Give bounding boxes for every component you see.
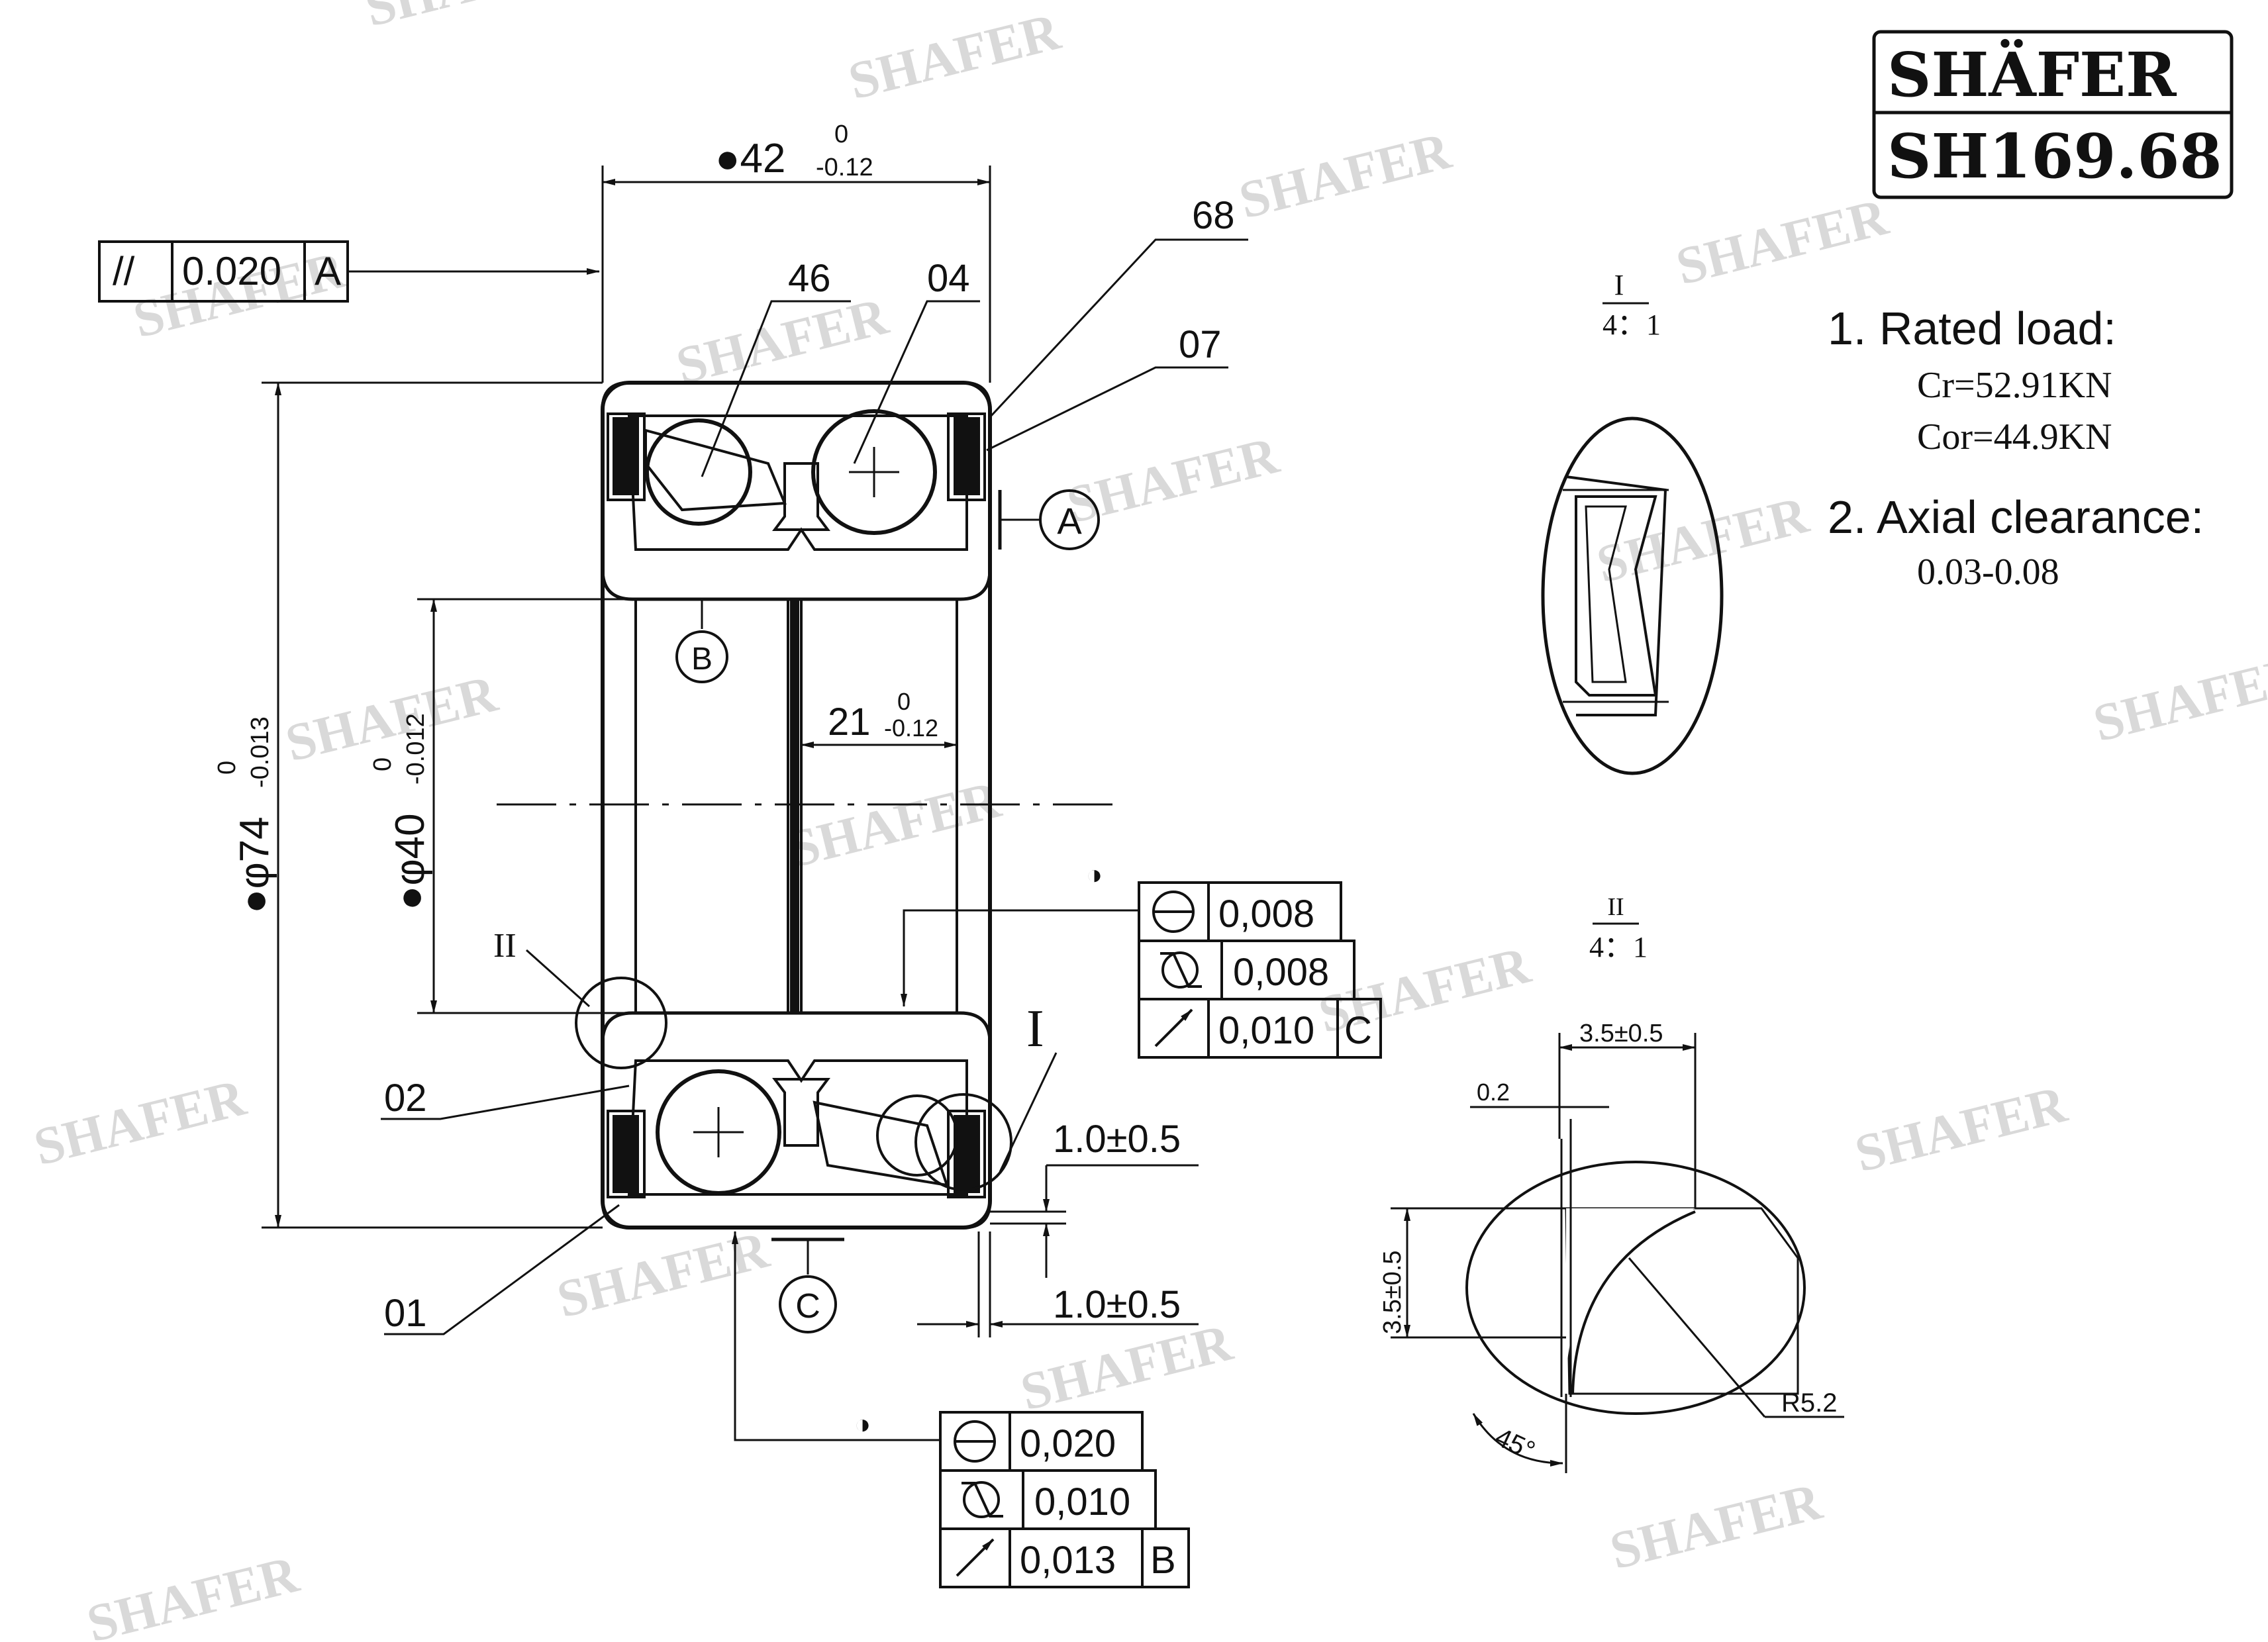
part-label-04: 04 <box>927 257 970 300</box>
rated-load-cr: Cr=52.91KN <box>1917 365 2112 406</box>
view-label-i: I <box>1026 1000 1044 1058</box>
upper-runout-datum: C <box>1344 1009 1372 1052</box>
watermark-text: SHAFER <box>2088 644 2268 753</box>
part-label-01: 01 <box>384 1292 427 1335</box>
detail-ii-scale: 4：1 <box>1589 931 1648 963</box>
dim-inner-ring-width: 21 0 -0.12 <box>801 688 958 748</box>
watermark-text: SHAFER <box>360 0 583 38</box>
parallelism-datum: A <box>315 249 341 293</box>
detail-gap-value: 0.2 <box>1477 1079 1510 1106</box>
runout-icon <box>1154 1008 1193 1047</box>
detail-height-value: 3.5±0.5 <box>1379 1250 1406 1334</box>
lower-roundness-value: 0,020 <box>1020 1422 1116 1465</box>
upper-runout-value: 0,010 <box>1218 1009 1314 1052</box>
datum-b: B <box>669 597 735 683</box>
watermark-text: SHAFER <box>1604 1472 1828 1580</box>
bearing-section <box>497 381 1112 1230</box>
runout-icon <box>956 1538 995 1577</box>
cylindricity-icon <box>1161 951 1199 989</box>
part-label-46: 46 <box>788 257 831 300</box>
outer-width-lower-tol: -0.12 <box>816 154 873 181</box>
brand-logo: SHÄFER <box>1887 38 2177 111</box>
inner-ring-width-lower-tol: -0.12 <box>884 714 938 742</box>
watermark-text: SHAFER <box>1234 121 1457 230</box>
watermark-text: SHAFER <box>843 2 1066 111</box>
part-label-07: 07 <box>1179 323 1222 366</box>
tolerance-frame-lower: ◑ 0,020 0,010 0,013 B <box>732 1231 1190 1588</box>
upper-roundness-value: 0,008 <box>1218 893 1314 936</box>
parallelism-frame: // 0.020 A <box>98 240 600 303</box>
tolerance-marker: ◑ <box>854 1408 871 1439</box>
chamfer-1-value: 1.0±0.5 <box>1053 1118 1181 1161</box>
outer-width-upper-tol: 0 <box>834 121 848 148</box>
detail-ii-label: II <box>1607 893 1624 921</box>
part-label-68: 68 <box>1192 194 1235 237</box>
detail-view-i: I 4：1 <box>1541 269 1724 775</box>
inner-diameter-upper-tol: 0 <box>369 757 397 771</box>
datum-a-label: A <box>1057 500 1082 542</box>
tolerance-marker: ◑ <box>1086 859 1103 890</box>
watermark-text: SHAFER <box>552 1220 775 1329</box>
datum-a: A <box>998 489 1100 550</box>
view-markers: II I <box>493 927 1058 1173</box>
watermark-text: SHAFER <box>1015 1313 1238 1422</box>
cylindricity-icon <box>963 1481 1000 1518</box>
title-block: SHÄFER SH169.68 <box>1872 30 2234 199</box>
axial-clearance-title: 2. Axial clearance: <box>1828 491 2204 543</box>
outer-width-value: ●42 <box>715 136 785 181</box>
notes: 1. Rated load: Cr=52.91KN Cor=44.9KN 2. … <box>1828 303 2204 593</box>
detail-i-label: I <box>1614 269 1624 301</box>
datum-c-label: C <box>795 1287 820 1326</box>
detail-ii-marker <box>575 977 667 1069</box>
watermark-text: SHAFER <box>28 1068 252 1177</box>
axial-clearance-value: 0.03-0.08 <box>1917 552 2059 593</box>
watermark-text: SHAFER <box>1061 426 1285 534</box>
view-label-ii: II <box>493 927 517 965</box>
upper-cylindricity-value: 0,008 <box>1233 951 1329 994</box>
inner-diameter-value: ●φ40 <box>387 813 433 910</box>
watermark-text: SHAFER <box>783 770 1007 879</box>
parallelism-value: 0.020 <box>182 249 281 293</box>
chamfer-2-value: 1.0±0.5 <box>1053 1283 1181 1326</box>
lower-runout-datum: B <box>1150 1539 1176 1582</box>
lower-runout-value: 0,013 <box>1020 1539 1116 1582</box>
dim-outer-diameter: ●φ74 0 -0.013 <box>213 381 603 1229</box>
part-label-02: 02 <box>384 1077 427 1120</box>
watermark-text: SHAFER <box>1849 1075 2073 1183</box>
inner-ring-width-upper-tol: 0 <box>897 688 911 715</box>
datum-b-label: B <box>691 642 713 677</box>
rated-load-title: 1. Rated load: <box>1828 303 2116 354</box>
dim-outer-width: ●42 0 -0.12 <box>601 121 991 383</box>
detail-view-ii: II 4：1 3.5±0.5 0.2 3.5±0.5 R5.2 45° <box>1379 893 1844 1473</box>
watermark-text: SHAFER <box>1591 485 1814 594</box>
inner-ring-width-value: 21 <box>828 700 871 744</box>
watermark-text: SHAFER <box>280 664 503 773</box>
outer-diameter-upper-tol: 0 <box>213 761 241 775</box>
part-number: SH169.68 <box>1887 121 2222 192</box>
chamfer-dims: 1.0±0.5 1.0±0.5 <box>917 1118 1199 1337</box>
dim-inner-diameter: ●φ40 0 -0.012 <box>369 598 636 1014</box>
inner-diameter-lower-tol: -0.012 <box>402 713 430 785</box>
rated-load-cor: Cor=44.9KN <box>1917 416 2112 458</box>
outer-diameter-value: ●φ74 <box>232 816 277 914</box>
watermark-text: SHAFER <box>81 1545 305 1642</box>
tolerance-frame-upper: ◑ 0,008 0,008 0,010 C <box>901 859 1382 1059</box>
watermark-text: SHAFER <box>1671 187 1894 296</box>
detail-width-value: 3.5±0.5 <box>1579 1020 1663 1047</box>
detail-i-marker <box>914 1093 1012 1191</box>
outer-diameter-lower-tol: -0.013 <box>246 716 274 788</box>
lower-cylindricity-value: 0,010 <box>1034 1480 1130 1523</box>
part-leaders: 68 46 04 07 02 01 <box>381 194 1248 1335</box>
parallelism-symbol: // <box>113 249 135 293</box>
detail-i-scale: 4：1 <box>1602 309 1661 341</box>
detail-radius-value: R5.2 <box>1781 1388 1838 1418</box>
datum-c: C <box>771 1237 844 1333</box>
watermark-text: SHAFER <box>671 287 894 395</box>
